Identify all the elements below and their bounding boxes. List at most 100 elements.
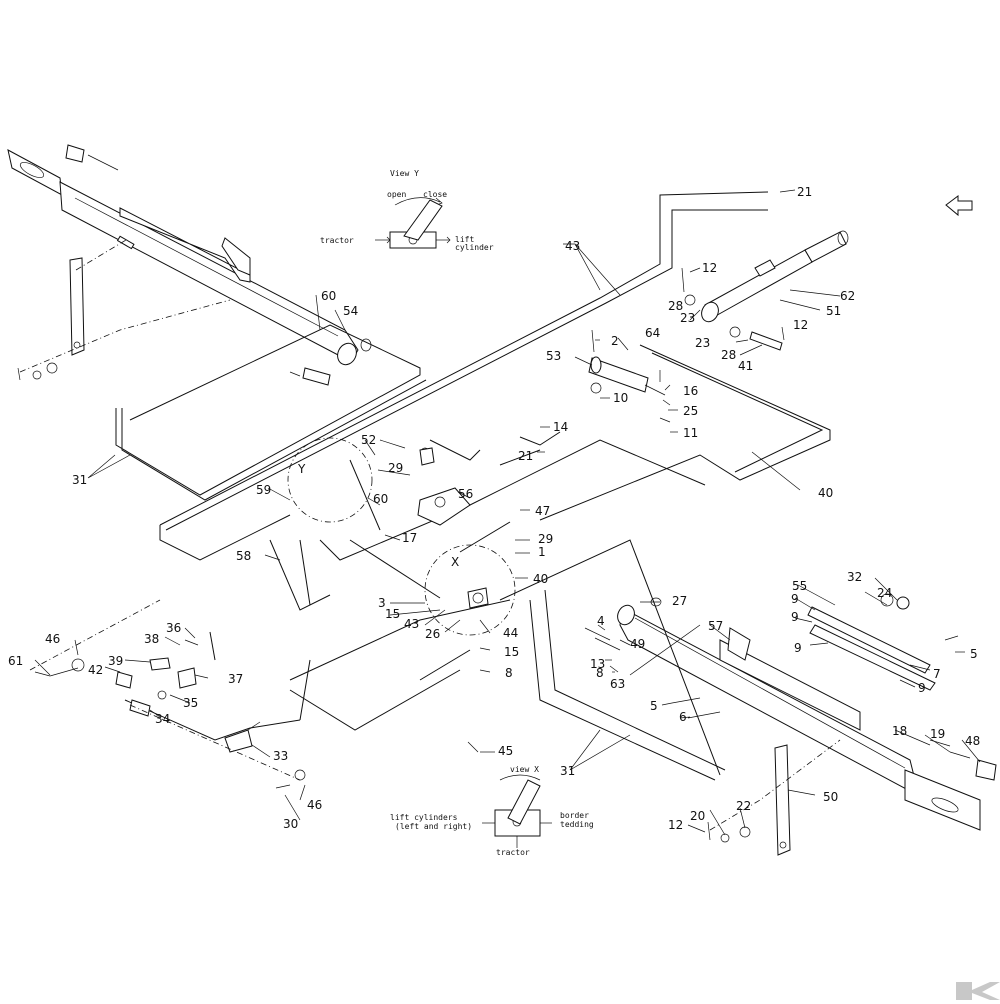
callout-13: 13 bbox=[590, 657, 605, 671]
callout-40-mid: 40 bbox=[533, 572, 548, 586]
view-y-inset bbox=[375, 197, 451, 249]
callout-57: 57 bbox=[708, 619, 723, 633]
callout-29-left: 29 bbox=[388, 461, 403, 475]
view-x-lift-label: lift cylinders bbox=[390, 813, 458, 822]
callout-41: 41 bbox=[738, 359, 753, 373]
callout-52: 52 bbox=[361, 433, 376, 447]
callout-32: 32 bbox=[847, 570, 862, 584]
callout-20: 20 bbox=[690, 809, 705, 823]
callout-9-b: 9 bbox=[791, 610, 799, 624]
callout-36: 36 bbox=[166, 621, 181, 635]
callout-31-right: 31 bbox=[560, 764, 575, 778]
callout-4: 4 bbox=[597, 614, 605, 628]
callout-38: 38 bbox=[144, 632, 159, 646]
callout-22: 22 bbox=[736, 799, 751, 813]
callout-14: 14 bbox=[553, 420, 568, 434]
callout-35: 35 bbox=[183, 696, 198, 710]
callout-12-right: 12 bbox=[793, 318, 808, 332]
callout-46-bottom: 46 bbox=[307, 798, 322, 812]
callout-60-top: 60 bbox=[321, 289, 336, 303]
callout-23-mid: 23 bbox=[695, 336, 710, 350]
callout-29-right: 29 bbox=[538, 532, 553, 546]
callout-56: 56 bbox=[458, 487, 473, 501]
callout-64: 64 bbox=[645, 326, 660, 340]
callout-23-top: 23 bbox=[680, 311, 695, 325]
callout-15-right: 15 bbox=[504, 645, 519, 659]
callout-5-right: 5 bbox=[970, 647, 978, 661]
callout-9-a: 9 bbox=[791, 592, 799, 606]
callout-6: 6 bbox=[679, 710, 687, 724]
direction-arrow-icon bbox=[945, 195, 973, 217]
callout-33: 33 bbox=[273, 749, 288, 763]
callout-11: 11 bbox=[683, 426, 698, 440]
view-y-cylinder-label: cylinder bbox=[455, 243, 494, 252]
quick-couplers bbox=[29, 599, 479, 789]
callout-8-right: 8 bbox=[596, 666, 604, 680]
callout-62: 62 bbox=[840, 289, 855, 303]
callout-54: 54 bbox=[343, 304, 358, 318]
callout-37: 37 bbox=[228, 672, 243, 686]
view-markers bbox=[287, 437, 516, 636]
left-arm-assembly bbox=[7, 144, 372, 386]
callout-3: 3 bbox=[378, 596, 386, 610]
callout-24: 24 bbox=[877, 586, 892, 600]
callout-50: 50 bbox=[823, 790, 838, 804]
view-x-tractor-label: tractor bbox=[496, 848, 530, 857]
lift-cylinder-right bbox=[681, 230, 849, 351]
view-y-open-label: open bbox=[387, 190, 406, 199]
callout-31-left: 31 bbox=[72, 473, 87, 487]
callout-9-c: 9 bbox=[794, 641, 802, 655]
callout-21-mid: 21 bbox=[518, 449, 533, 463]
callout-numbers: 1 2 3 4 5 5 6 7 8 8 9 9 9 9 10 11 12 12 … bbox=[8, 185, 980, 832]
callout-12-top: 12 bbox=[702, 261, 717, 275]
callout-45: 45 bbox=[498, 744, 513, 758]
callout-59: 59 bbox=[256, 483, 271, 497]
callout-47: 47 bbox=[535, 504, 550, 518]
callout-15-left: 15 bbox=[385, 607, 400, 621]
view-x-tedding-label: tedding bbox=[560, 820, 594, 829]
callout-9-d: 9 bbox=[918, 681, 926, 695]
callout-12-bottom: 12 bbox=[668, 818, 683, 832]
control-valve-block bbox=[417, 447, 489, 609]
callout-63: 63 bbox=[610, 677, 625, 691]
callout-26: 26 bbox=[425, 627, 440, 641]
callout-39: 39 bbox=[108, 654, 123, 668]
callout-60-mid: 60 bbox=[373, 492, 388, 506]
brand-logo bbox=[956, 982, 1000, 1000]
callout-19: 19 bbox=[930, 727, 945, 741]
callout-43-mid: 43 bbox=[404, 617, 419, 631]
callout-42: 42 bbox=[88, 663, 103, 677]
center-cylinder bbox=[588, 329, 671, 423]
callout-58: 58 bbox=[236, 549, 251, 563]
callout-28-top: 28 bbox=[668, 299, 683, 313]
callout-51: 51 bbox=[826, 304, 841, 318]
callout-10: 10 bbox=[613, 391, 628, 405]
callout-46-left: 46 bbox=[45, 632, 60, 646]
callout-21-top: 21 bbox=[797, 185, 812, 199]
callout-2: 2 bbox=[611, 334, 619, 348]
view-y-title: View Y bbox=[390, 169, 419, 178]
view-x-inset bbox=[482, 774, 552, 848]
callout-25: 25 bbox=[683, 404, 698, 418]
view-x-marker: X bbox=[451, 555, 459, 569]
hydraulic-hoses bbox=[115, 191, 831, 781]
callout-55: 55 bbox=[792, 579, 807, 593]
view-x-labels: view X lift cylinders (left and right) b… bbox=[390, 765, 594, 857]
view-x-left-right-label: (left and right) bbox=[395, 822, 472, 831]
callout-34: 34 bbox=[155, 712, 170, 726]
callout-17: 17 bbox=[402, 531, 417, 545]
view-y-lift-label: lift bbox=[455, 235, 474, 244]
view-y-close-label: close bbox=[423, 190, 447, 199]
callout-28-mid: 28 bbox=[721, 348, 736, 362]
callout-48: 48 bbox=[965, 734, 980, 748]
callout-40-right: 40 bbox=[818, 486, 833, 500]
callout-61: 61 bbox=[8, 654, 23, 668]
callout-30: 30 bbox=[283, 817, 298, 831]
callout-44: 44 bbox=[503, 626, 518, 640]
callout-27: 27 bbox=[672, 594, 687, 608]
callout-53: 53 bbox=[546, 349, 561, 363]
callout-43-top: 43 bbox=[565, 239, 580, 253]
callout-8-center: 8 bbox=[505, 666, 513, 680]
